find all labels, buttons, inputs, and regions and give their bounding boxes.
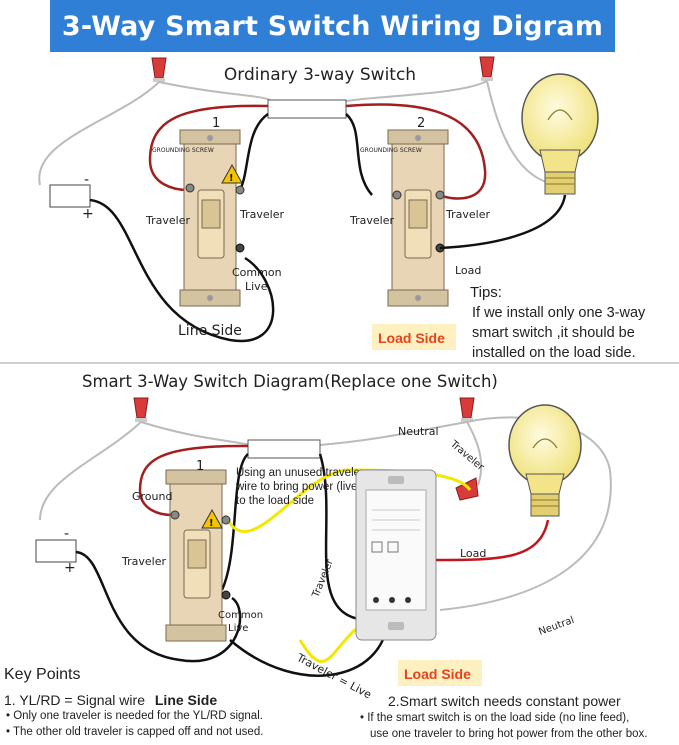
switch-2 bbox=[387, 129, 449, 307]
live-label-bottom: Live bbox=[228, 623, 248, 634]
title-banner: 3-Way Smart Switch Wiring Digram bbox=[50, 0, 615, 52]
light-bulb-icon bbox=[508, 404, 582, 517]
section-divider bbox=[0, 362, 679, 364]
common-label-top: Common bbox=[232, 266, 282, 279]
key-point-1: 1. YL/RD = Signal wire Line Side bbox=[4, 692, 217, 708]
line-side-label-bottom: Line Side bbox=[154, 692, 218, 708]
load-side-label-top: Load Side bbox=[378, 330, 445, 346]
load-label-bottom: Load bbox=[460, 547, 486, 560]
traveler-label-1a: Traveler bbox=[145, 214, 190, 227]
key-point-2-bullet: • If the smart switch is on the load sid… bbox=[360, 712, 630, 724]
page-title: 3-Way Smart Switch Wiring Digram bbox=[61, 10, 604, 42]
key-point-1-bullet: • The other old traveler is capped off a… bbox=[6, 726, 264, 738]
load-side-badge-bottom bbox=[398, 660, 482, 686]
key-point-2-bullet: use one traveler to bring hot power from… bbox=[370, 728, 648, 740]
key-points-title: Key Points bbox=[4, 666, 81, 683]
unused-traveler-annotation: Using an unused traveler wire to bring p… bbox=[236, 467, 364, 507]
warning-icon: ! bbox=[201, 508, 223, 529]
ground-label: Ground bbox=[132, 490, 172, 503]
common-label-bottom: Common bbox=[218, 610, 263, 621]
load-label-top: Load bbox=[455, 264, 481, 277]
neutral-label-top: Neutral bbox=[398, 425, 439, 438]
traveler-label-1b: Traveler bbox=[239, 208, 284, 221]
key-point-1-bullet: • Only one traveler is needed for the YL… bbox=[6, 710, 263, 722]
switch-2-number: 2 bbox=[417, 116, 425, 131]
switch-1-bottom bbox=[165, 469, 231, 642]
wire-nut-icon bbox=[455, 477, 479, 501]
tips-title: Tips: bbox=[470, 284, 502, 301]
warning-icon: ! bbox=[221, 163, 243, 184]
smart-switch bbox=[355, 469, 437, 641]
wire-nut-icon bbox=[459, 397, 475, 422]
traveler-junction-bottom bbox=[247, 439, 321, 459]
svg-text:!: ! bbox=[229, 173, 234, 184]
svg-text:-: - bbox=[64, 526, 69, 542]
tips-body: If we install only one 3-way smart switc… bbox=[472, 305, 646, 361]
key-point-2: 2.Smart switch needs constant power bbox=[388, 693, 621, 709]
switch-1-number: 1 bbox=[212, 116, 220, 131]
switch-1 bbox=[179, 129, 245, 307]
switch-1-bottom-number: 1 bbox=[196, 459, 204, 474]
traveler-label-2b: Traveler bbox=[445, 208, 490, 221]
svg-text:+: + bbox=[82, 206, 94, 222]
traveler-label-bottom: Traveler bbox=[121, 555, 166, 568]
top-heading: Ordinary 3-way Switch bbox=[224, 65, 416, 85]
wire-nut-icon bbox=[151, 57, 167, 82]
neutral-label-bottom: Neutral bbox=[537, 615, 575, 638]
live-label-top: Live bbox=[245, 280, 268, 293]
line-side-label-top: Line Side bbox=[178, 323, 242, 339]
traveler-label-2a: Traveler bbox=[349, 214, 394, 227]
load-side-label-bottom: Load Side bbox=[404, 666, 471, 682]
svg-text:!: ! bbox=[209, 518, 214, 529]
load-side-badge-top bbox=[372, 324, 456, 350]
svg-text:+: + bbox=[64, 560, 76, 576]
wire-nut-icon bbox=[479, 56, 495, 81]
line-cable-bottom: - + bbox=[35, 526, 77, 576]
line-cable: - + bbox=[49, 172, 94, 222]
svg-text:-: - bbox=[84, 172, 89, 188]
light-bulb-icon bbox=[521, 73, 599, 195]
wire-nut-icon bbox=[133, 397, 149, 422]
grounding-screw-label-2: GROUNDING SCREW bbox=[360, 147, 422, 154]
key-point-1-text: 1. YL/RD = Signal wire bbox=[4, 692, 145, 708]
grounding-screw-label-1: GROUNDING SCREW bbox=[152, 147, 214, 154]
traveler-junction bbox=[267, 99, 347, 119]
bottom-heading: Smart 3-Way Switch Diagram(Replace one S… bbox=[82, 372, 498, 391]
